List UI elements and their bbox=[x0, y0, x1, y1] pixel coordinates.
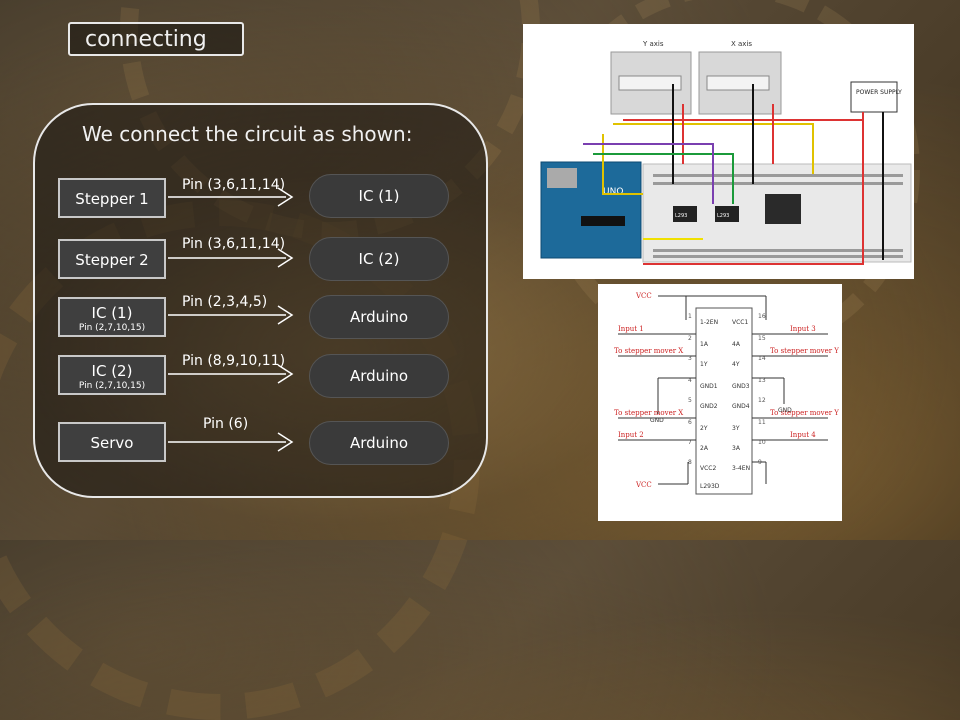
arduino-label: UNO bbox=[603, 187, 623, 197]
connection-arrow bbox=[168, 248, 294, 268]
ic1-chip-label: L293 bbox=[675, 213, 687, 219]
chip-right-pin: GND4 bbox=[732, 403, 750, 410]
pin-label: Pin (6) bbox=[203, 416, 249, 432]
target-pill-arduino: Arduino bbox=[309, 421, 449, 465]
input-4-label: Input 4 bbox=[790, 431, 816, 439]
pin-number: 7 bbox=[688, 439, 692, 446]
pin-number: 4 bbox=[688, 377, 692, 384]
chip-right-pin: 3-4EN bbox=[732, 465, 750, 472]
pin-number: 2 bbox=[688, 335, 692, 342]
source-box-servo: Servo bbox=[58, 422, 166, 462]
pin-number: 10 bbox=[758, 439, 766, 446]
gnd-left-label: GND bbox=[650, 417, 664, 424]
connection-arrow bbox=[168, 432, 294, 452]
chip-left-pin: GND2 bbox=[700, 403, 718, 410]
source-sublabel: Pin (2,7,10,15) bbox=[78, 381, 146, 391]
vcc-top-label: VCC bbox=[635, 292, 652, 300]
y-axis-label: Y axis bbox=[642, 40, 664, 48]
source-sublabel: Pin (2,7,10,15) bbox=[78, 323, 146, 333]
breadboard-wiring-image: Y axis X axis POWER SUPPLY L293 L293 UNO bbox=[523, 24, 914, 279]
chip-left-pin: 1Y bbox=[700, 361, 708, 368]
chip-name: L293D bbox=[700, 483, 720, 490]
to-stepper-y-label: To stepper mover Y bbox=[770, 347, 839, 355]
source-label: IC (2) bbox=[91, 362, 133, 380]
chip-right-pin: VCC1 bbox=[732, 319, 748, 326]
slide-title-box: connecting bbox=[68, 22, 244, 56]
source-label: IC (1) bbox=[91, 304, 133, 322]
source-label: Servo bbox=[90, 434, 134, 452]
target-pill-ic-1: IC (1) bbox=[309, 174, 449, 218]
chip-right-pin: 4A bbox=[732, 341, 741, 348]
pin-label: Pin (8,9,10,11) bbox=[182, 353, 286, 369]
slide-title: connecting bbox=[85, 27, 207, 52]
pin-number: 16 bbox=[758, 313, 766, 320]
to-stepper-x-label: To stepper mover X bbox=[614, 347, 683, 355]
ic-schematic-image: 1-2EN 1A 1Y GND1 GND2 2Y 2A VCC2 VCC1 4A… bbox=[598, 284, 842, 521]
pin-number: 13 bbox=[758, 377, 766, 384]
connection-arrow bbox=[168, 187, 294, 207]
source-label: Stepper 2 bbox=[75, 251, 149, 269]
pin-label: Pin (2,3,4,5) bbox=[182, 294, 268, 310]
target-pill-ic-2: IC (2) bbox=[309, 237, 449, 281]
source-label: Stepper 1 bbox=[75, 190, 149, 208]
chip-right-pin: 3A bbox=[732, 445, 741, 452]
pin-number: 5 bbox=[688, 397, 692, 404]
chip-left-pin: 2A bbox=[700, 445, 709, 452]
slide-subtitle: We connect the circuit as shown: bbox=[82, 122, 413, 146]
target-pill-arduino: Arduino bbox=[309, 295, 449, 339]
chip-right-pin: 3Y bbox=[732, 425, 740, 432]
target-pill-arduino: Arduino bbox=[309, 354, 449, 398]
ic2-chip-label: L293 bbox=[717, 213, 729, 219]
connection-arrow bbox=[168, 364, 294, 384]
to-stepper-x-label: To stepper mover X bbox=[614, 409, 683, 417]
pin-number: 3 bbox=[688, 355, 692, 362]
pin-label: Pin (3,6,11,14) bbox=[182, 236, 286, 252]
source-box-stepper-2: Stepper 2 bbox=[58, 239, 166, 279]
pin-number: 11 bbox=[758, 419, 766, 426]
pin-label: Pin (3,6,11,14) bbox=[182, 177, 286, 193]
chip-left-pin: VCC2 bbox=[700, 465, 716, 472]
input-1-label: Input 1 bbox=[618, 325, 644, 333]
chip-right-pin: 4Y bbox=[732, 361, 740, 368]
pin-number: 6 bbox=[688, 419, 692, 426]
chip-left-pin: 2Y bbox=[700, 425, 708, 432]
pin-number: 14 bbox=[758, 355, 766, 362]
pin-number: 15 bbox=[758, 335, 766, 342]
source-box-ic-1: IC (1) Pin (2,7,10,15) bbox=[58, 297, 166, 337]
gnd-right-label: GND bbox=[778, 407, 792, 414]
vcc-bottom-label: VCC bbox=[635, 481, 652, 489]
pin-number: 8 bbox=[688, 459, 692, 466]
input-2-label: Input 2 bbox=[618, 431, 644, 439]
input-3-label: Input 3 bbox=[790, 325, 816, 333]
x-axis-label: X axis bbox=[731, 40, 752, 48]
connection-arrow bbox=[168, 305, 294, 325]
pin-number: 1 bbox=[688, 313, 692, 320]
source-box-stepper-1: Stepper 1 bbox=[58, 178, 166, 218]
chip-right-pin: GND3 bbox=[732, 383, 750, 390]
chip-left-pin: 1-2EN bbox=[700, 319, 718, 326]
source-box-ic-2: IC (2) Pin (2,7,10,15) bbox=[58, 355, 166, 395]
to-stepper-y-label: To stepper mover Y bbox=[770, 409, 839, 417]
chip-left-pin: GND1 bbox=[700, 383, 718, 390]
power-supply-label: POWER SUPPLY bbox=[856, 89, 902, 96]
pin-number: 12 bbox=[758, 397, 766, 404]
chip-left-pin: 1A bbox=[700, 341, 709, 348]
